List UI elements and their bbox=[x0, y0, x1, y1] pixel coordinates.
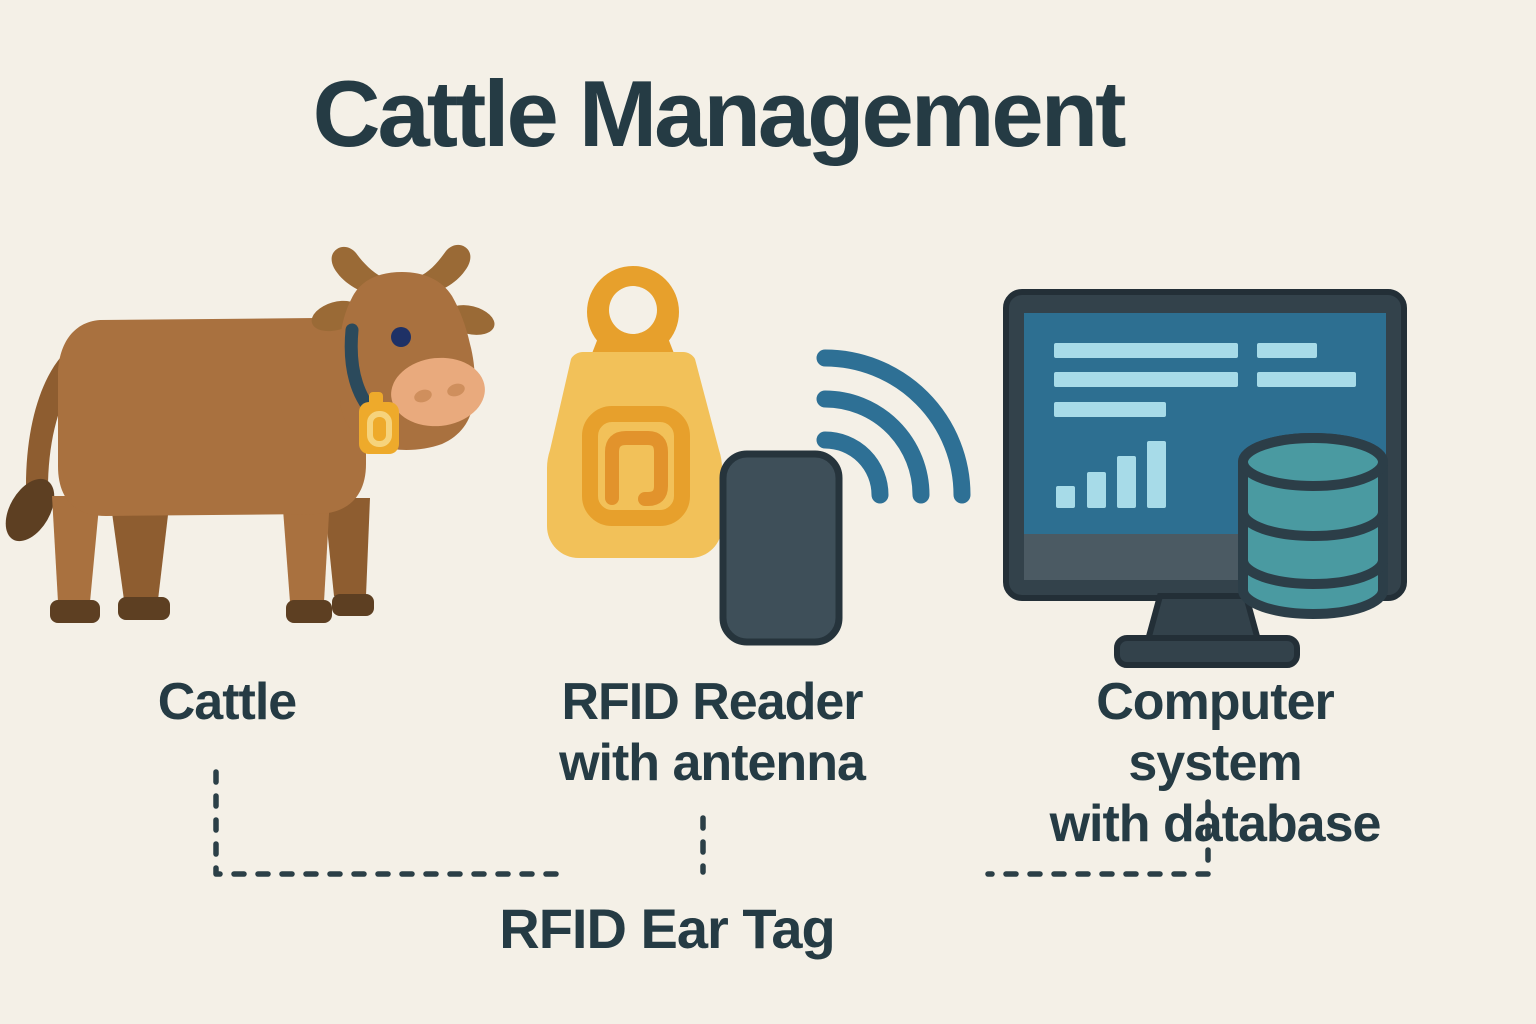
cow-nostril bbox=[414, 389, 432, 403]
reader-device bbox=[719, 450, 843, 646]
label-computer-system-line1: Computer system bbox=[1096, 673, 1335, 792]
screen-text-bar bbox=[1257, 343, 1317, 358]
page-title: Cattle Management bbox=[312, 61, 1127, 166]
cow-icon bbox=[5, 244, 495, 623]
label-cattle: Cattle bbox=[27, 672, 427, 733]
wifi-arc-inner bbox=[816, 431, 889, 504]
rfid-ear-tag-icon bbox=[547, 266, 722, 558]
cow-leg bbox=[110, 498, 170, 600]
database-band bbox=[1238, 511, 1388, 541]
screen-chart-bar bbox=[1147, 441, 1166, 508]
label-rfid-ear-tag-text: RFID Ear Tag bbox=[499, 897, 835, 960]
screen-text-bar bbox=[1054, 402, 1166, 417]
ear-tag-chip-outline bbox=[582, 406, 690, 526]
cow-muzzle bbox=[391, 357, 485, 427]
cow-hoof bbox=[286, 600, 332, 623]
label-rfid-reader-line1: RFID Reader bbox=[561, 673, 863, 731]
collar-tag-ring bbox=[367, 411, 392, 447]
database-band bbox=[1238, 559, 1388, 589]
ear-tag-chip-coil bbox=[605, 431, 668, 506]
connector-cattle bbox=[213, 769, 569, 877]
label-computer-system-line2: with database bbox=[1049, 795, 1382, 853]
cow-hoof bbox=[118, 597, 170, 620]
ear-tag-body bbox=[547, 352, 722, 558]
screen-text-bar bbox=[1257, 372, 1356, 387]
cow-leg bbox=[52, 496, 100, 602]
cow-eye bbox=[391, 327, 411, 347]
cow-leg bbox=[324, 498, 370, 596]
wifi-arc-outer bbox=[816, 349, 971, 504]
cow-hoof bbox=[50, 600, 100, 623]
cow-nostril bbox=[447, 383, 465, 397]
cow-hoof bbox=[332, 594, 374, 616]
label-rfid-ear-tag: RFID Ear Tag bbox=[467, 896, 867, 961]
label-rfid-reader: RFID Reader with antenna bbox=[512, 672, 912, 794]
connector-lines bbox=[213, 769, 1211, 877]
wifi-arc-middle bbox=[816, 390, 930, 504]
monitor-base bbox=[1114, 635, 1300, 668]
cow-torso bbox=[58, 318, 366, 516]
screen-chart-bar bbox=[1056, 486, 1075, 508]
database-icon bbox=[1238, 433, 1388, 619]
cow-tail-tip bbox=[5, 478, 55, 542]
label-rfid-reader-line2: with antenna bbox=[559, 734, 866, 792]
label-cattle-text: Cattle bbox=[157, 673, 297, 731]
wifi-waves-icon bbox=[816, 349, 971, 504]
screen-text-bar bbox=[1054, 372, 1238, 387]
connector-computer bbox=[985, 799, 1211, 877]
screen-chart-bar bbox=[1087, 472, 1106, 508]
rfid-reader-icon bbox=[719, 450, 843, 646]
ear-tag-hole bbox=[609, 286, 657, 334]
monitor-stand bbox=[1144, 593, 1262, 643]
screen-text-bar bbox=[1054, 343, 1238, 358]
screen-chart-bar bbox=[1117, 456, 1136, 508]
cow-leg bbox=[282, 496, 330, 602]
database-top bbox=[1238, 433, 1388, 491]
label-computer-system: Computer system with database bbox=[1013, 672, 1417, 855]
